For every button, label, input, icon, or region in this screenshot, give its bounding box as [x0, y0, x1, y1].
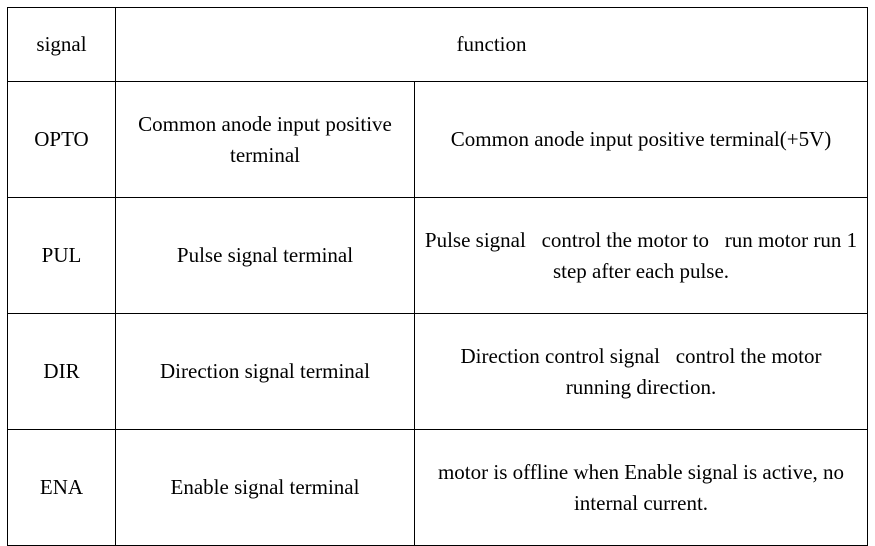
- signal-description-label: Common anode input positive terminal: [138, 112, 398, 167]
- signal-name-label: OPTO: [34, 127, 89, 152]
- header-function-label: function: [456, 32, 527, 57]
- row-opto-signal: OPTO: [7, 81, 116, 198]
- signal-function-label: motor is offline when Enable signal is a…: [437, 460, 850, 515]
- page-root: signal function OPTO Common anode input …: [7, 7, 869, 546]
- table-header-row: signal function: [7, 7, 869, 82]
- row-pul-function: Pulse signal control the motor to run mo…: [413, 197, 873, 314]
- signal-name-label: ENA: [39, 475, 84, 500]
- signal-name-label: DIR: [43, 359, 80, 384]
- row-dir-signal: DIR: [7, 313, 116, 430]
- signal-function-label: Direction control signal control the mot…: [460, 344, 838, 399]
- header-cell-signal: signal: [7, 7, 116, 82]
- row-pul-signal: PUL: [7, 197, 116, 314]
- header-cell-function: function: [114, 7, 869, 82]
- table-row: ENA Enable signal terminal motor is offl…: [7, 429, 869, 546]
- row-dir-function: Direction control signal control the mot…: [413, 313, 869, 430]
- signal-description-label: Direction signal terminal: [160, 359, 370, 384]
- signal-function-label: Common anode input positive terminal(+5V…: [450, 127, 832, 152]
- signal-description-label: Pulse signal terminal: [176, 243, 354, 268]
- signal-function-label: Pulse signal control the motor to run mo…: [424, 228, 873, 283]
- row-pul-description: Pulse signal terminal: [115, 197, 415, 314]
- row-ena-description: Enable signal terminal: [115, 429, 415, 546]
- header-signal-label: signal: [36, 32, 87, 57]
- table-row: PUL Pulse signal terminal Pulse signal c…: [7, 197, 873, 314]
- table-row: DIR Direction signal terminal Direction …: [7, 313, 869, 430]
- row-ena-function: motor is offline when Enable signal is a…: [413, 429, 869, 546]
- row-dir-description: Direction signal terminal: [115, 313, 415, 430]
- signal-description-label: Enable signal terminal: [170, 475, 360, 500]
- row-ena-signal: ENA: [7, 429, 116, 546]
- table-row: OPTO Common anode input positive termina…: [7, 81, 869, 198]
- signal-name-label: PUL: [41, 243, 82, 268]
- row-opto-function: Common anode input positive terminal(+5V…: [413, 81, 869, 198]
- row-opto-description: Common anode input positive terminal: [115, 81, 415, 198]
- signal-function-table: signal function OPTO Common anode input …: [7, 7, 873, 546]
